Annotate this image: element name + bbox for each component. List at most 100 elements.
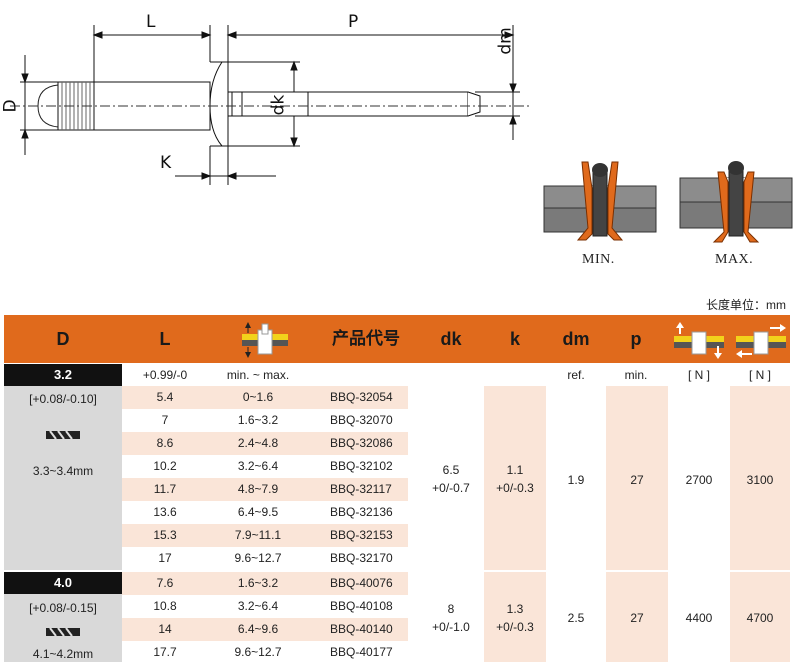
table-cell-l: 13.6 <box>153 505 177 519</box>
table-cell-grip: 2.4~4.8 <box>237 436 279 450</box>
table-cell-l: 14 <box>158 622 172 636</box>
dk-nominal: 6.5 <box>442 463 460 477</box>
drill-bit-icon <box>46 428 80 447</box>
shear-value: 4400 <box>685 611 713 625</box>
row-stripe <box>122 572 408 595</box>
dk-value: 6.5 +0/-0.7 <box>420 461 482 497</box>
table-cell-code: BBQ-40108 <box>330 599 393 613</box>
size-label: 4.0 <box>4 572 122 594</box>
subheader-grip: min. ~ max. <box>226 368 290 382</box>
p-column-bg <box>606 386 668 570</box>
table-cell-code: BBQ-32102 <box>330 459 393 473</box>
dim-label-l: L <box>146 12 156 32</box>
table-cell-l: 7.6 <box>156 576 174 590</box>
dm-value: 1.9 <box>567 473 585 487</box>
d-tolerance: [+0.08/-0.15] <box>29 601 97 615</box>
drill-size: 3.3~3.4mm <box>32 464 94 478</box>
tensile-column-bg <box>730 572 790 662</box>
table-cell-grip: 9.6~12.7 <box>234 645 282 659</box>
header-d: D <box>56 329 70 349</box>
k-column-bg <box>484 572 546 662</box>
table-cell-l: 11.7 <box>153 482 177 496</box>
k-nominal: 1.3 <box>506 602 524 616</box>
table-cell-code: BBQ-32070 <box>330 413 393 427</box>
tensile-column-bg <box>730 386 790 570</box>
table-cell-l: 17.7 <box>153 645 177 659</box>
d-group-panel <box>4 386 122 570</box>
header-dk: dk <box>440 329 462 349</box>
table-cell-grip: 3.2~6.4 <box>237 459 279 473</box>
dim-label-dk: dk <box>268 94 289 116</box>
dk-value: 8 +0/-1.0 <box>420 600 482 636</box>
table-cell-l: 5.4 <box>156 390 174 404</box>
subheader-shear: [ N ] <box>687 368 710 382</box>
dk-tolerance: +0/-1.0 <box>432 620 470 634</box>
grip-range-icon <box>240 320 290 365</box>
table-cell-code: BBQ-40140 <box>330 622 393 636</box>
dk-tolerance: +0/-0.7 <box>432 481 470 495</box>
table-cell-grip: 0~1.6 <box>242 390 274 404</box>
drill-bit-icon <box>46 625 80 644</box>
k-tolerance: +0/-0.3 <box>496 481 534 495</box>
table-header-bar <box>4 315 790 363</box>
row-stripe <box>122 478 408 501</box>
table-cell-l: 10.8 <box>153 599 177 613</box>
subheader-dm: ref. <box>567 368 585 382</box>
k-tolerance: +0/-0.3 <box>496 620 534 634</box>
header-product-code: 产品代号 <box>332 329 400 348</box>
table-cell-l: 8.6 <box>156 436 174 450</box>
tensile-value: 3100 <box>746 473 774 487</box>
p-value: 27 <box>630 611 644 625</box>
table-cell-grip: 4.8~7.9 <box>237 482 279 496</box>
row-stripe <box>122 432 408 455</box>
dim-label-d: D <box>0 99 21 113</box>
dim-label-p: P <box>348 12 359 32</box>
k-nominal: 1.1 <box>506 463 524 477</box>
drill-size: 4.1~4.2mm <box>32 647 94 661</box>
p-column-bg <box>606 572 668 662</box>
min-caption: MIN. <box>582 252 615 267</box>
rivet-drawing <box>10 25 530 185</box>
k-value: 1.1 +0/-0.3 <box>484 461 546 497</box>
table-cell-code: BBQ-40177 <box>330 645 393 659</box>
row-stripe <box>122 618 408 641</box>
table-cell-code: BBQ-32136 <box>330 505 393 519</box>
table-cell-grip: 7.9~11.1 <box>234 528 282 542</box>
shear-value: 2700 <box>685 473 713 487</box>
header-p: p <box>630 329 642 349</box>
table-cell-l: 7 <box>161 413 169 427</box>
table-cell-l: 10.2 <box>153 459 177 473</box>
tensile-value: 4700 <box>746 611 774 625</box>
grip-max-illustration <box>679 161 793 243</box>
subheader-tensile: [ N ] <box>748 368 771 382</box>
shear-force-icon <box>672 322 726 365</box>
max-caption: MAX. <box>715 252 754 267</box>
subheader-p: min. <box>624 368 648 382</box>
table-cell-grip: 1.6~3.2 <box>237 413 279 427</box>
header-k: k <box>509 329 520 349</box>
table-cell-l: 17 <box>158 551 172 565</box>
table-cell-code: BBQ-32054 <box>330 390 393 404</box>
table-cell-l: 15.3 <box>153 528 177 542</box>
d-tolerance: [+0.08/-0.10] <box>29 392 97 406</box>
table-cell-grip: 1.6~3.2 <box>237 576 279 590</box>
table-cell-code: BBQ-40076 <box>330 576 393 590</box>
k-column-bg <box>484 386 546 570</box>
row-stripe <box>122 386 408 409</box>
dm-value: 2.5 <box>567 611 585 625</box>
unit-note: 长度单位：mm <box>706 298 786 312</box>
table-cell-grip: 9.6~12.7 <box>234 551 282 565</box>
header-l: L <box>159 329 171 349</box>
row-stripe <box>122 524 408 547</box>
p-value: 27 <box>630 473 644 487</box>
subheader-l-tol: +0.99/-0 <box>142 368 188 382</box>
tensile-force-icon <box>734 322 788 365</box>
dim-label-k: K <box>160 153 172 173</box>
size-label: 3.2 <box>4 364 122 386</box>
k-value: 1.3 +0/-0.3 <box>484 600 546 636</box>
table-cell-code: BBQ-32153 <box>330 528 393 542</box>
dk-nominal: 8 <box>447 602 455 616</box>
header-dm: dm <box>562 329 590 349</box>
dim-label-dm: dm <box>495 27 516 55</box>
table-cell-grip: 3.2~6.4 <box>237 599 279 613</box>
